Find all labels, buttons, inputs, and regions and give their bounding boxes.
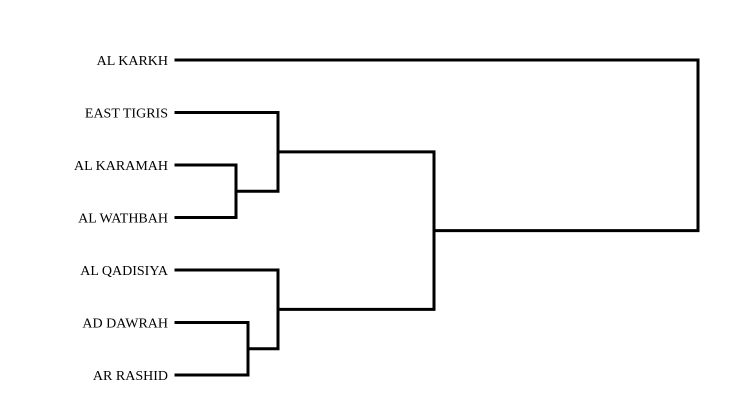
leaf-label-al-karamah: AL KARAMAH [74,159,168,174]
leaf-label-al-wathbah: AL WATHBAH [78,212,168,227]
dendrogram-leaf-labels: AL KARKH EAST TIGRIS AL KARAMAH AL WATHB… [74,54,169,384]
branch-m3 [174,111,280,193]
branch-m1 [174,163,238,219]
branch-m2 [174,321,250,377]
dendrogram-branches [174,58,700,377]
branch-m5 [276,150,436,311]
leaf-label-ad-dawrah: AD DAWRAH [82,317,168,332]
branch-m6 [174,58,700,233]
leaf-label-al-qadisiya: AL QADISIYA [80,264,169,279]
leaf-label-ar-rashid: AR RASHID [93,369,168,384]
leaf-label-east-tigris: EAST TIGRIS [85,107,168,122]
leaf-label-al-karkh: AL KARKH [97,54,168,69]
branch-m4 [174,268,280,351]
